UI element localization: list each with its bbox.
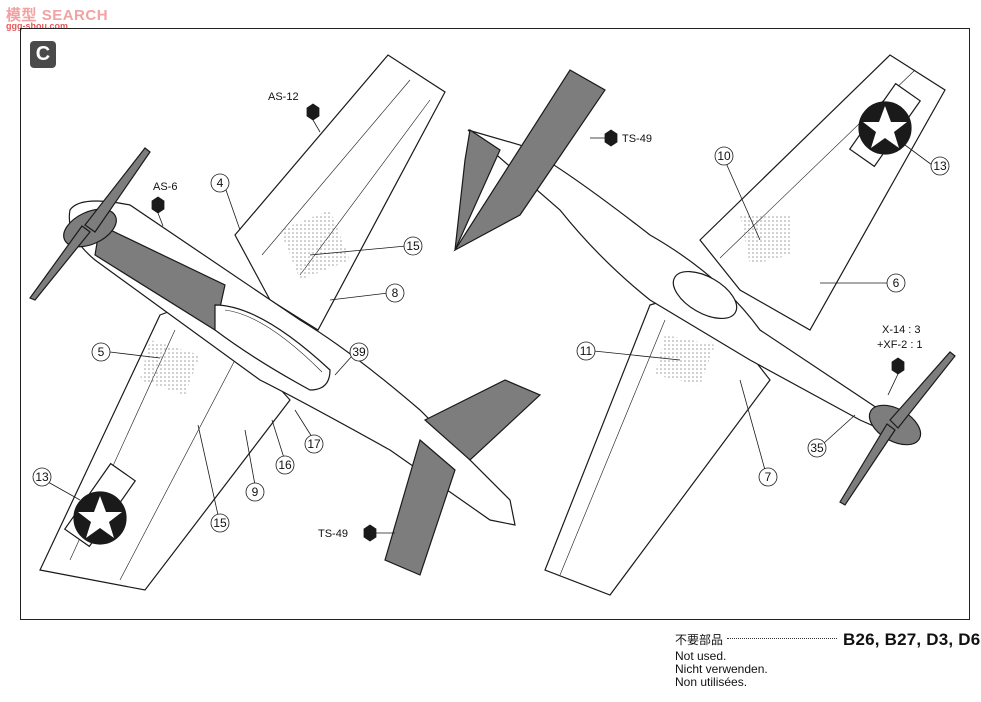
callout-13b: 13 — [933, 159, 947, 173]
propeller-blade-a — [84, 147, 151, 233]
callout-4: 4 — [217, 176, 224, 190]
tail-plane-left — [453, 69, 606, 252]
aircraft-top-view — [29, 54, 542, 591]
label-ts49-bottom: TS-49 — [318, 528, 348, 540]
leader-dots — [727, 638, 838, 639]
label-xf2: +XF-2 : 1 — [877, 339, 923, 351]
aircraft-bottom-view — [453, 54, 956, 596]
callout-7: 7 — [765, 470, 772, 484]
callout-15a: 15 — [406, 239, 420, 253]
callout-15b: 15 — [213, 516, 227, 530]
not-used-fr: Non utilisées. — [675, 675, 748, 689]
upper-wing — [234, 54, 446, 331]
propeller-blade-b — [29, 225, 91, 301]
label-as12: AS-12 — [268, 91, 299, 103]
radiator-scoop — [672, 270, 738, 320]
label-x14: X-14 : 3 — [882, 324, 921, 336]
propeller-blade-c — [889, 351, 956, 429]
tail-plane-lower — [384, 438, 456, 576]
part-callouts: 4 15 8 5 39 13 17 16 9 15 10 1 — [32, 144, 950, 533]
callout-17: 17 — [307, 437, 321, 451]
callout-39: 39 — [352, 345, 366, 359]
callout-35: 35 — [810, 441, 824, 455]
callout-10: 10 — [717, 149, 731, 163]
callout-6: 6 — [893, 276, 900, 290]
watermark-logo: 模型 SEARCH — [6, 7, 109, 24]
callout-13a: 13 — [35, 470, 49, 484]
label-as6: AS-6 — [153, 181, 177, 193]
diagram-frame — [20, 28, 970, 620]
not-used-en: Not used. — [675, 649, 727, 663]
label-ts49-top: TS-49 — [622, 133, 652, 145]
callout-9: 9 — [252, 485, 259, 499]
not-used-ja: 不要部品 — [675, 632, 724, 647]
tail-plane-right — [454, 128, 501, 251]
insignia-right — [848, 82, 922, 168]
step-badge: C — [30, 41, 56, 68]
not-used-de: Nicht verwenden. — [675, 662, 768, 676]
not-used-parts: B26, B27, D3, D6 — [843, 630, 981, 649]
callout-5: 5 — [98, 345, 105, 359]
paint-callouts: AS-12 AS-6 TS-49 TS-49 X-14 : 3 +XF-2 : … — [151, 91, 923, 542]
not-used-note: 不要部品 B26, B27, D3, D6 Not used. Nicht ve… — [675, 630, 980, 689]
tail-plane-upper — [423, 379, 542, 461]
watermark-site: ggg-shou.com — [6, 21, 68, 31]
callout-11: 11 — [580, 344, 593, 358]
canopy — [214, 304, 331, 391]
propeller-blade-d — [839, 423, 896, 506]
insignia-left — [63, 462, 137, 548]
callout-8: 8 — [392, 286, 399, 300]
callout-16: 16 — [278, 458, 292, 472]
